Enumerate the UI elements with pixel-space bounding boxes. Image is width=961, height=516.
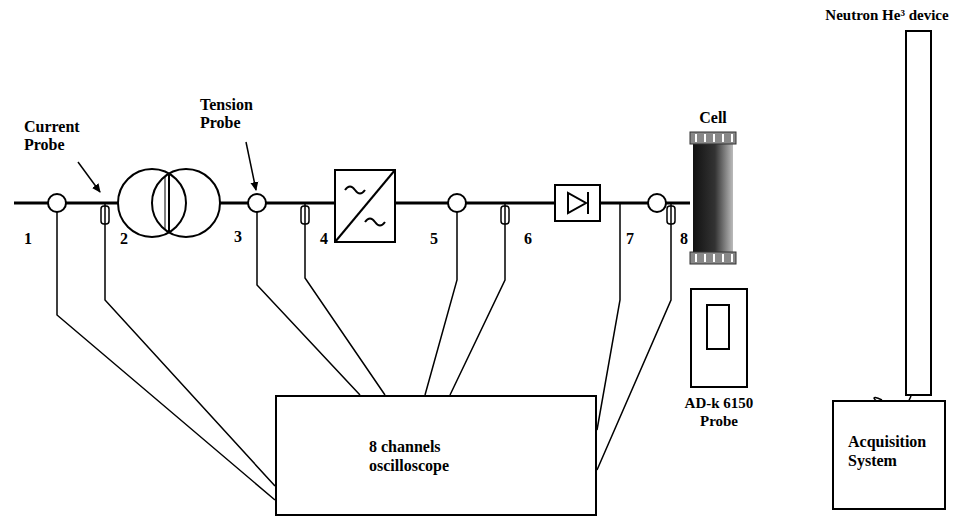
oscilloscope-box: 8 channels oscilloscope	[275, 395, 597, 516]
probe-device: AD-k 6150 Probe	[676, 288, 762, 430]
callout-number: 4	[320, 230, 328, 248]
probe-name: Tension Probe	[200, 96, 270, 133]
detector-tube	[905, 30, 932, 396]
box-label: Acquisition System	[848, 432, 936, 470]
callout-number: 1	[24, 230, 32, 248]
callout-number: 2	[120, 230, 128, 248]
box-label: 8 channels oscilloscope	[369, 437, 481, 475]
probe-body	[690, 288, 748, 388]
acquisition-box: Acquisition System	[832, 400, 946, 510]
callout-number: 7	[626, 230, 634, 248]
callout-number: 6	[524, 230, 532, 248]
callout-number: 8	[680, 230, 688, 248]
callout-number: 3	[234, 228, 242, 246]
cell-cylinder: Cell	[680, 108, 746, 265]
probe-display	[706, 304, 730, 350]
cell-label: Cell	[680, 108, 746, 127]
detector-label: Neutron He³ device	[816, 6, 958, 24]
neutron-detector: Neutron He³ device	[816, 6, 958, 396]
callout-number: 5	[430, 230, 438, 248]
probe-label: AD-k 6150 Probe	[676, 394, 762, 430]
probe-name: Current Probe	[24, 118, 94, 155]
cell-body	[689, 131, 737, 265]
